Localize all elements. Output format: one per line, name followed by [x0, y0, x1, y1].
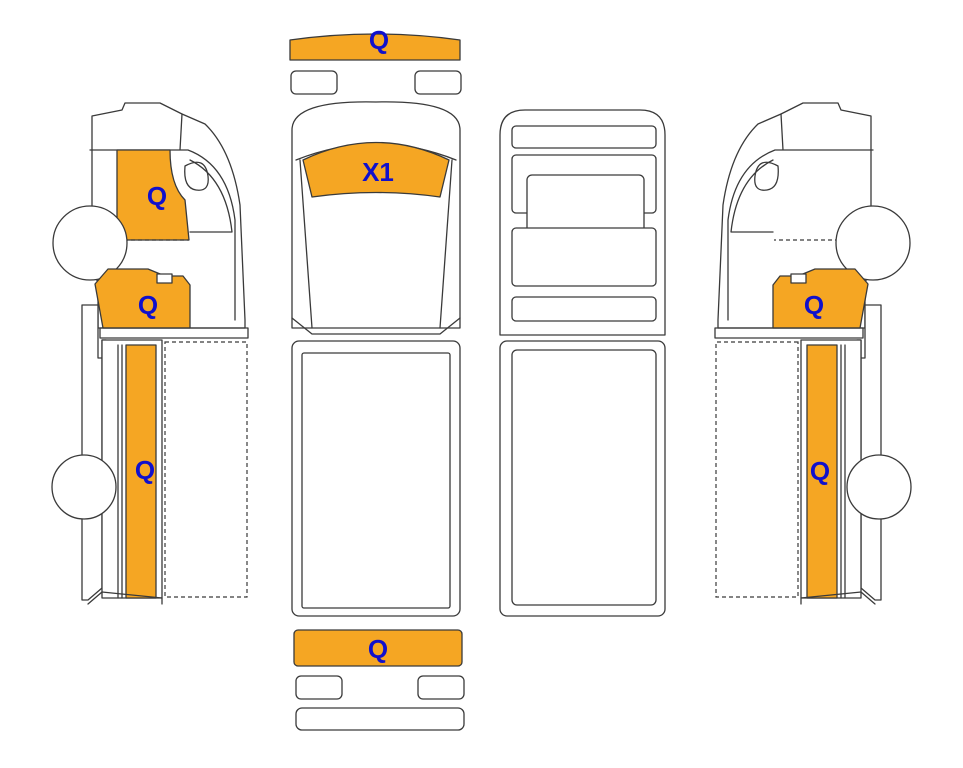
roof-right-rail — [511, 227, 657, 287]
left-cab-inner-line — [89, 113, 236, 321]
front-view — [289, 33, 462, 95]
left-headlight — [290, 70, 338, 95]
right-fender-notch — [790, 273, 807, 284]
left-mirror — [184, 161, 209, 191]
label-front-bumper: Q — [369, 25, 389, 55]
left-window-line — [189, 159, 233, 233]
cab-rear-edge — [291, 317, 461, 335]
windshield-panel[interactable] — [302, 141, 450, 198]
left-body-inner — [117, 344, 123, 599]
bed-inner — [511, 349, 657, 606]
label-right-fender: Q — [804, 290, 824, 320]
right-step-line — [714, 327, 864, 339]
right-cab-inner-line — [727, 113, 874, 321]
left-door-panel[interactable] — [116, 149, 190, 241]
top-view — [291, 101, 461, 617]
rear-bumper-panel[interactable] — [293, 629, 463, 667]
label-left-fender: Q — [138, 290, 158, 320]
roof-view — [499, 109, 666, 617]
left-side-view — [51, 102, 249, 605]
roof-front-strip — [511, 125, 657, 149]
label-left-door: Q — [147, 181, 167, 211]
label-windshield: X1 — [362, 157, 394, 187]
left-rear-mudflap — [87, 591, 163, 605]
right-side-view — [714, 102, 912, 605]
rear-view — [293, 629, 465, 731]
damage-labels: Q X1 Q Q Q Q Q Q — [135, 25, 830, 664]
left-taillight — [295, 675, 343, 700]
right-taillight — [417, 675, 465, 700]
front-bumper-panel[interactable] — [289, 33, 461, 61]
right-bed-dashed — [715, 341, 799, 598]
label-left-side: Q — [135, 455, 155, 485]
right-headlight — [414, 70, 462, 95]
right-rear-mudflap — [800, 591, 876, 605]
label-right-side: Q — [810, 456, 830, 486]
rear-step — [295, 707, 465, 731]
right-body-inner — [840, 344, 846, 599]
left-bed-dashed — [164, 341, 248, 598]
left-front-wheel — [52, 205, 128, 281]
left-rear-wheel — [51, 454, 117, 520]
right-rear-wheel — [846, 454, 912, 520]
right-front-wheel — [835, 205, 911, 281]
roof-rear-strip — [511, 296, 657, 322]
right-mirror — [754, 161, 779, 191]
left-step-line — [99, 327, 249, 339]
left-side-panel[interactable] — [125, 344, 157, 599]
cab-roof-outline — [291, 101, 461, 329]
right-window-line — [730, 159, 774, 233]
label-rear-bumper: Q — [368, 634, 388, 664]
cargo-box-inner — [301, 352, 451, 609]
left-fender-notch — [156, 273, 173, 284]
right-side-panel[interactable] — [806, 344, 838, 599]
